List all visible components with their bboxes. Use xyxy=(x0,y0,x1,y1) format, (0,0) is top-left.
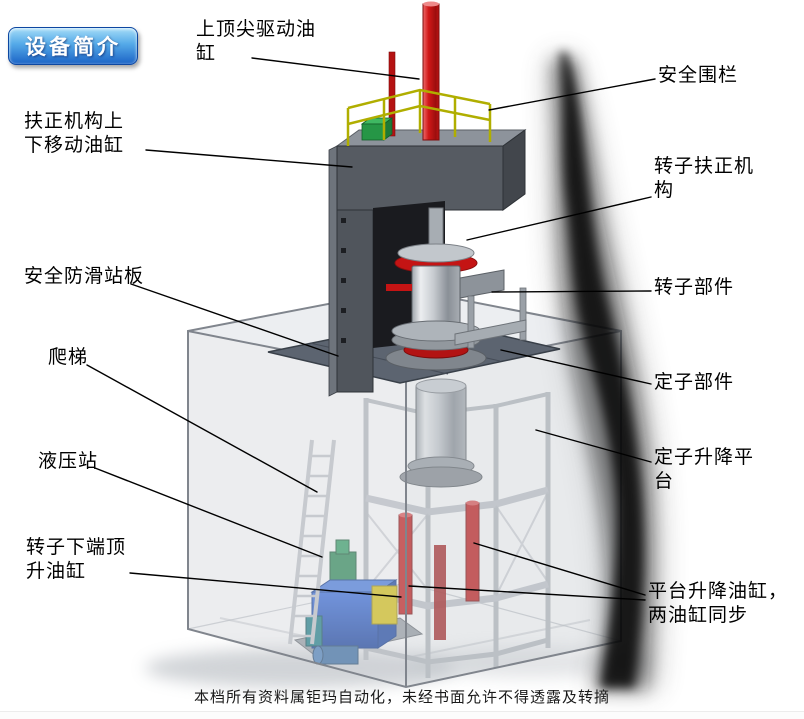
hydraulic-station-3d xyxy=(293,539,424,665)
safety-railing xyxy=(346,88,492,146)
label-stator-lift-platform: 定子升降平 台 xyxy=(654,447,755,492)
label-platform-lift-cylinders: 平台升降油缸， 两油缸同步 xyxy=(648,581,789,626)
control-box xyxy=(360,117,394,141)
press-frame xyxy=(328,129,527,397)
leader-safety-fence xyxy=(488,78,656,111)
label-rotor-centering-mechanism: 转子扶正机 构 xyxy=(654,156,755,201)
label-safety-fence: 安全围栏 xyxy=(658,65,739,86)
label-rotor-bottom-jack: 转子下端顶 升油缸 xyxy=(26,537,127,582)
ground-shadow xyxy=(145,648,455,688)
label-stator-component: 定子部件 xyxy=(654,372,735,393)
leader-ladder xyxy=(86,364,318,493)
support-stand xyxy=(454,287,527,349)
column-bolts xyxy=(341,218,346,343)
top-drive-cylinder-rod xyxy=(388,1,440,141)
leader-top-drive-cylinder xyxy=(251,57,420,80)
leader-hydraulic-station xyxy=(94,467,323,558)
leader-platform-lift-b xyxy=(408,585,646,601)
title-badge: 设备简介 xyxy=(8,27,138,65)
leader-rotor-component xyxy=(491,290,652,293)
enclosure-front xyxy=(187,287,622,689)
label-antislip-platform: 安全防滑站板 xyxy=(24,266,145,287)
leader-stator-lift-platform xyxy=(535,429,652,463)
leader-platform-lift-a xyxy=(473,542,646,596)
label-hydraulic-station: 液压站 xyxy=(38,451,99,472)
title-badge-label: 设备简介 xyxy=(25,36,121,59)
label-centering-move-cylinder: 扶正机构上 下移动油缸 xyxy=(24,111,125,156)
label-top-drive-cylinder: 上顶尖驱动油 缸 xyxy=(196,19,317,64)
clamp-red-left xyxy=(386,284,412,291)
ground-shadow-right xyxy=(410,646,650,678)
bottom-strip xyxy=(0,711,804,719)
leader-centering-move-cylinder xyxy=(145,149,353,168)
leader-lines xyxy=(86,57,656,601)
footer-copyright: 本档所有资料属钜玛自动化，未经书面允许不得透露及转摘 xyxy=(193,690,610,706)
label-ladder: 爬梯 xyxy=(48,347,89,368)
clamp-arm-right xyxy=(459,269,505,299)
shadow-smudge-core xyxy=(560,52,644,688)
leader-stator-component xyxy=(500,349,652,385)
ladder-3d xyxy=(288,439,336,645)
leader-antislip-platform xyxy=(130,283,339,357)
leader-rotor-centering xyxy=(466,196,652,241)
rotor-assembly xyxy=(385,207,505,371)
stator-assembly xyxy=(399,378,483,488)
label-rotor-component: 转子部件 xyxy=(654,277,735,298)
leader-rotor-bottom-jack xyxy=(129,572,402,598)
